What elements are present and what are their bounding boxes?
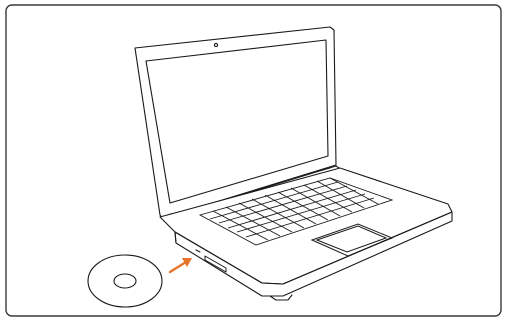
cd-disc-icon — [88, 255, 162, 307]
laptop-icon — [135, 27, 452, 300]
arrow-icon — [170, 258, 192, 272]
